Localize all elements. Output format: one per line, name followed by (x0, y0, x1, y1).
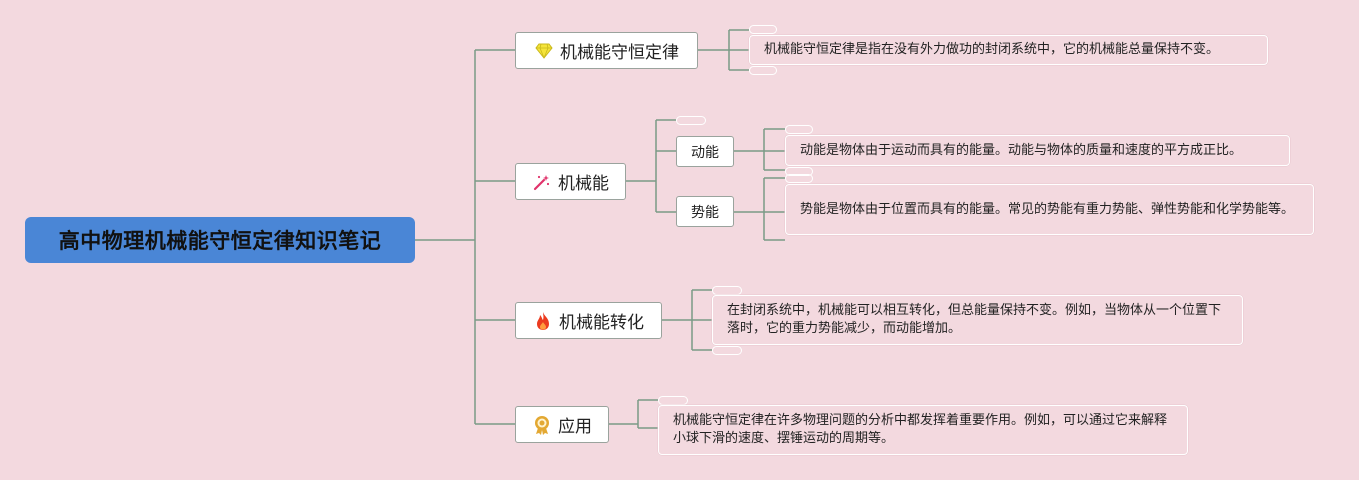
connector-b2-bracket (655, 119, 676, 213)
collapse-handle[interactable] (785, 167, 813, 176)
branch-label: 应用 (558, 417, 592, 437)
branch-mechanical-energy[interactable]: 机械能 (515, 163, 626, 200)
collapse-handle[interactable] (785, 174, 813, 183)
branch-mechanical-energy-conservation[interactable]: 机械能守恒定律 (515, 32, 698, 69)
branch-label: 机械能 (558, 174, 609, 194)
branch-energy-conversion[interactable]: 机械能转化 (515, 302, 662, 339)
connector-s1-bracket (763, 128, 785, 171)
connector-s2-bracket (763, 177, 785, 241)
collapse-handle[interactable] (749, 25, 777, 34)
root-topic[interactable]: 高中物理机械能守恒定律知识笔记 (25, 217, 415, 263)
subtopic-label: 势能 (691, 204, 719, 221)
collapse-handle[interactable] (785, 125, 813, 134)
note-kinetic-energy[interactable]: 动能是物体由于运动而具有的能量。动能与物体的质量和速度的平方成正比。 (785, 135, 1290, 166)
note-text: 机械能守恒定律是指在没有外力做功的封闭系统中，它的机械能总量保持不变。 (764, 42, 1220, 57)
branch-applications[interactable]: 应用 (515, 406, 609, 443)
note-applications[interactable]: 机械能守恒定律在许多物理问题的分析中都发挥着重要作用。例如，可以通过它来解释小球… (658, 405, 1188, 455)
branch-label: 机械能转化 (559, 313, 644, 333)
subtopic-label: 动能 (691, 144, 719, 161)
magic-wand-icon (532, 172, 552, 192)
note-conservation-definition[interactable]: 机械能守恒定律是指在没有外力做功的封闭系统中，它的机械能总量保持不变。 (749, 35, 1268, 65)
branch-label: 机械能守恒定律 (560, 43, 679, 63)
subtopic-potential-energy[interactable]: 势能 (676, 196, 734, 227)
award-medal-icon (532, 415, 552, 435)
note-potential-energy[interactable]: 势能是物体由于位置而具有的能量。常见的势能有重力势能、弹性势能和化学势能等。 (785, 184, 1314, 235)
connector-b1-bracket (728, 29, 749, 71)
collapse-handle[interactable] (658, 396, 688, 405)
collapse-handle[interactable] (712, 346, 742, 355)
note-energy-conversion[interactable]: 在封闭系统中，机械能可以相互转化，但总能量保持不变。例如，当物体从一个位置下落时… (712, 295, 1243, 345)
note-text: 势能是物体由于位置而具有的能量。常见的势能有重力势能、弹性势能和化学势能等。 (800, 201, 1295, 217)
flame-icon (533, 311, 553, 331)
root-title: 高中物理机械能守恒定律知识笔记 (58, 229, 382, 253)
collapse-handle[interactable] (676, 116, 706, 125)
collapse-handle[interactable] (712, 286, 742, 295)
collapse-handle[interactable] (749, 66, 777, 75)
note-text: 动能是物体由于运动而具有的能量。动能与物体的质量和速度的平方成正比。 (800, 142, 1243, 158)
subtopic-kinetic-energy[interactable]: 动能 (676, 136, 734, 167)
connector-b4-bracket (637, 399, 658, 429)
connector-b3-bracket (691, 289, 712, 351)
gem-icon (534, 41, 554, 61)
note-text: 机械能守恒定律在许多物理问题的分析中都发挥着重要作用。例如，可以通过它来解释小球… (673, 413, 1168, 446)
note-text: 在封闭系统中，机械能可以相互转化，但总能量保持不变。例如，当物体从一个位置下落时… (727, 303, 1222, 336)
